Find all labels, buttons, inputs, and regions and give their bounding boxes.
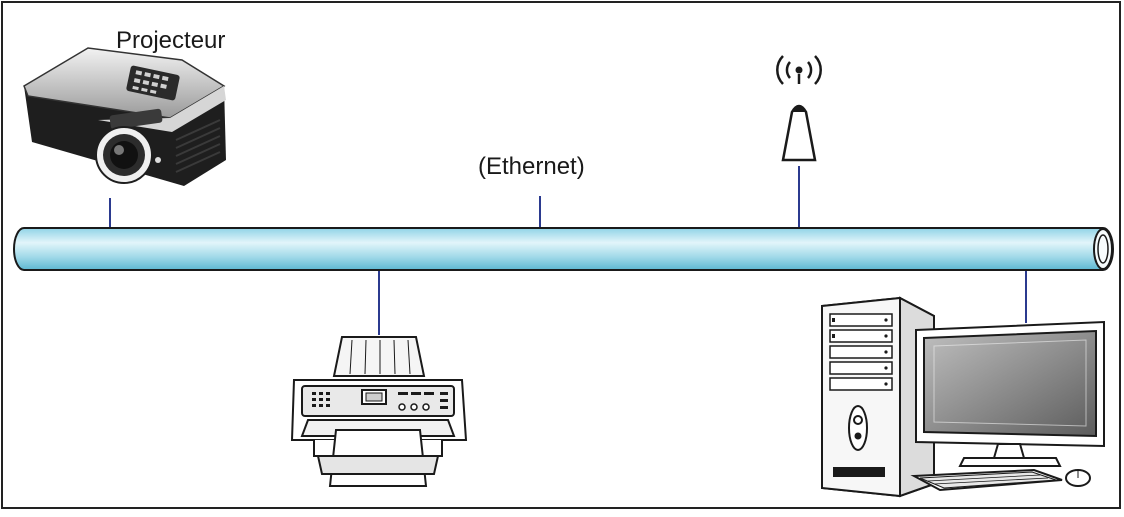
projector-label: Projecteur bbox=[116, 27, 226, 54]
ethernet-cable bbox=[13, 227, 1114, 271]
mouse-icon bbox=[1065, 469, 1091, 487]
wireless-access-point-icon bbox=[776, 55, 822, 162]
printer-icon bbox=[290, 336, 468, 487]
projector-icon bbox=[23, 47, 226, 186]
computer-monitor-icon bbox=[915, 320, 1105, 467]
computer-tower-icon bbox=[821, 296, 935, 498]
desktop-computer-icon bbox=[821, 296, 1105, 498]
keyboard-icon bbox=[910, 468, 1063, 492]
diagram-frame bbox=[1, 1, 1121, 509]
connector-lines bbox=[109, 166, 1027, 335]
ethernet-label: (Ethernet) bbox=[478, 153, 585, 180]
